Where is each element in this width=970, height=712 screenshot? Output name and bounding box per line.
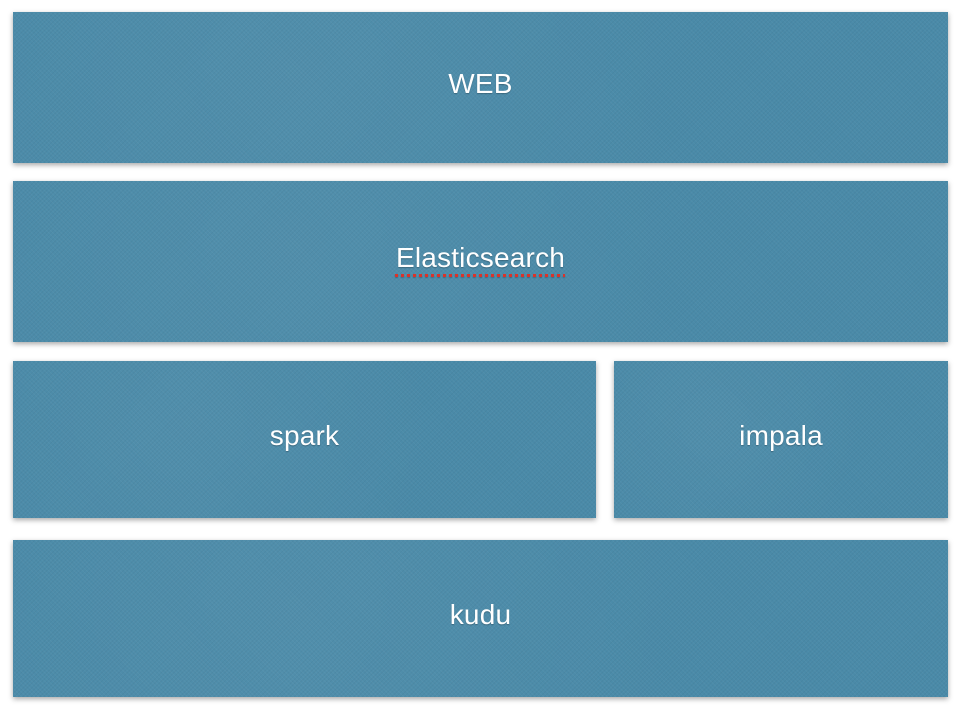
spark-layer-block: spark: [13, 361, 596, 518]
web-layer-block: WEB: [13, 12, 948, 163]
impala-layer-block: impala: [614, 361, 948, 518]
web-layer-label: WEB: [448, 67, 513, 99]
elasticsearch-layer-label: Elasticsearch: [395, 241, 566, 273]
kudu-layer-label: kudu: [449, 598, 512, 630]
impala-layer-label: impala: [739, 419, 823, 451]
elasticsearch-layer-block: Elasticsearch: [13, 181, 948, 342]
kudu-layer-block: kudu: [13, 540, 948, 697]
spark-layer-label: spark: [269, 419, 340, 451]
